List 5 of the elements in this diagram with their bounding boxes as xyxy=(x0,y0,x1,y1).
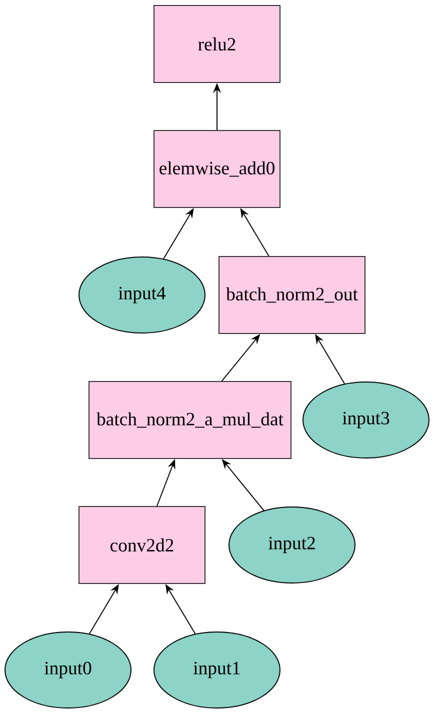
operation-box: batch_norm2_out xyxy=(218,256,366,334)
operation-box: elemwise_add0 xyxy=(154,130,280,208)
operation-box: relu2 xyxy=(154,5,280,83)
operation-box: batch_norm2_a_mul_dat xyxy=(88,381,292,459)
operation-box: conv2d2 xyxy=(78,506,206,584)
